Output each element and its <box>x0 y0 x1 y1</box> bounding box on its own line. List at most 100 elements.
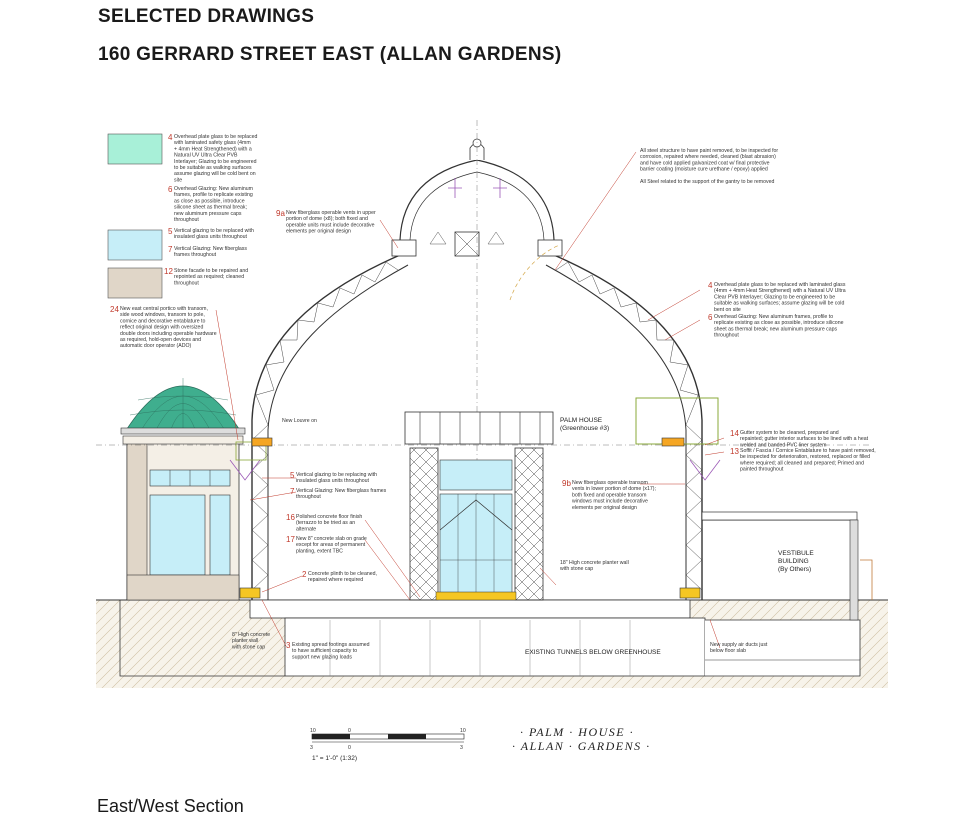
note-n24-line: cornice and decorative entablature to <box>120 318 205 324</box>
note-n9a-line: operable units must include decorative <box>286 222 375 228</box>
stamp-line-1: · PALM · HOUSE · <box>520 725 634 739</box>
scale-tick-top-3: 10 <box>460 728 466 734</box>
note-n7b-line: throughout <box>296 494 321 500</box>
note-n8-line: planter wall <box>232 638 258 644</box>
legend-note-6-number: 6 <box>168 185 173 194</box>
note-n17-number: 17 <box>286 535 295 544</box>
scale-tick-bottom-2: 0 <box>348 745 351 751</box>
note-n5b-line: insulated glass units throughout <box>296 478 370 484</box>
legend-note-4-line: site <box>174 177 182 183</box>
legend-note-12-line: throughout <box>174 280 199 286</box>
note-n8-line: with stone cap <box>232 644 265 650</box>
scale-tick-top-1: 10 <box>310 728 316 734</box>
note-n18-line: with stone cap <box>560 566 593 572</box>
note-n16-line: (terrazzo to be tried as an <box>296 520 355 526</box>
note-n24-line: automatic door operator (ADO) <box>120 343 191 349</box>
legend-note-4-line: Overhead plate glass to be replaced <box>174 134 257 140</box>
section-caption: East/West Section <box>97 796 244 816</box>
note-n5b-line: Vertical glazing to be replacing with <box>296 472 377 478</box>
legend-note-12-line: Stone facade to be repaired and <box>174 268 248 274</box>
project-address-title: 160 GERRARD STREET EAST (ALLAN GARDENS) <box>98 44 562 65</box>
central-pavilion <box>404 411 554 601</box>
note-n4r-line: suitable as walking surfaces; assume gla… <box>714 301 844 307</box>
note-n4r-line: bent on site <box>714 307 741 313</box>
leader-lines <box>215 151 725 649</box>
note-n14-number: 14 <box>730 429 739 438</box>
legend-note-7-line: frames throughout <box>174 252 217 258</box>
vestibule-building <box>701 511 873 621</box>
legend-swatch-stone <box>107 267 163 299</box>
drawing-set-title: SELECTED DRAWINGS <box>98 6 315 27</box>
legend-swatch-vertical-glass <box>107 229 163 261</box>
note-n4r-line: Overhead plate glass to be replaced with… <box>714 282 846 288</box>
note-nduct-line: below floor slab <box>710 648 746 654</box>
palm-house-label: PALM HOUSE <box>560 417 603 424</box>
tunnels-label: EXISTING TUNNELS BELOW GREENHOUSE <box>525 649 661 656</box>
scale-label: 1" = 1'-0" (1:32) <box>312 755 357 762</box>
note-n3-line: support new glazing loads <box>292 654 352 660</box>
note-n2-number: 2 <box>302 570 307 579</box>
note-n9b-line: both fixed and operable transom <box>572 492 646 498</box>
note-n14-line: repainted; gutter interior surfaces to b… <box>740 436 869 442</box>
scale-tick-top-2: 0 <box>348 728 351 734</box>
legend-note-4-line: + 4mm Heat Strengthened) with a <box>174 146 252 152</box>
note-n1-line: and have cold applied galvanized coat w/… <box>640 160 770 166</box>
note-n16-line: alternate <box>296 526 316 532</box>
note-n24-line: New east central portico with transom, <box>120 306 208 312</box>
palm-house-dome <box>96 120 870 600</box>
scale-bar: 10 0 10 3 0 3 1" = 1'-0" (1:32) <box>310 728 466 762</box>
note-n4r-line: Clear PVB Interlayer; Glazing to be engi… <box>714 294 835 300</box>
legend-note-12-number: 12 <box>164 267 173 276</box>
legend-note-5-number: 5 <box>168 227 173 236</box>
note-n9a-line: portion of dome (x8); both fixed and <box>286 216 368 222</box>
note-n24-number: 24 <box>110 305 119 314</box>
legend-note-4-line: to be suitable as walking surfaces <box>174 165 252 171</box>
note-n2-line: repaired where required <box>308 577 363 583</box>
legend-note-6-line: new aluminum pressure caps <box>174 211 242 217</box>
note-n13-line: where required; all cleaned and prepared… <box>740 460 864 466</box>
note-n17-line: New 8" concrete slab on grade <box>296 536 367 542</box>
legend-note-4-line: Interlayer; Glazing to be engineered <box>174 159 257 165</box>
note-n17-line: except for areas of permanent <box>296 542 366 548</box>
note-n3-line: Existing spread footings assumed <box>292 642 370 648</box>
legend-note-4-line: assume glazing will be cold bent on <box>174 171 256 177</box>
note-n3-number: 3 <box>286 641 291 650</box>
building-label: BUILDING <box>778 558 809 565</box>
east-portico <box>120 378 246 601</box>
note-n13-line: Soffit / Fascia / Cornice Entablature to… <box>740 448 876 454</box>
legend-note-6-line: as close as possible, introduce <box>174 198 245 204</box>
legend-note-4-line: Natural UV Ultra Clear PVB <box>174 153 238 159</box>
note-n13-line: be inspected for deterioration, restored… <box>740 454 870 460</box>
legend-note-12-line: repointed as required; cleaned <box>174 274 244 280</box>
note-n9b-line: New fiberglass operable transom <box>572 480 648 486</box>
note-nduct-line: New supply air ducts just <box>710 642 768 648</box>
stamp-line-2: · ALLAN · GARDENS · <box>512 739 651 753</box>
legend-note-6-line: Overhead Glazing: New aluminum <box>174 186 253 192</box>
legend-note-5-line: Vertical glazing to be replaced with <box>174 228 254 234</box>
note-n7b-line: Vertical Glazing: New fiberglass frames <box>296 488 387 494</box>
note-n9b-line: elements per original design <box>572 505 637 511</box>
note-n24-line: reflect original design with oversized <box>120 325 203 331</box>
note-nlouvre: New Louvre on <box>282 418 317 424</box>
note-n1-line: barrier coating (moisture cure urethane … <box>640 167 768 173</box>
legend-note-6-line: throughout <box>174 217 199 223</box>
note-n1-line: corrosion, repaired where needed, cleane… <box>640 154 776 160</box>
note-n24-line: side wood windows, transom to pole, <box>120 312 205 318</box>
scale-tick-bottom-3: 3 <box>460 745 463 751</box>
vestibule-label: VESTIBULE <box>778 550 814 557</box>
greenhouse-label: (Greenhouse #3) <box>560 425 609 432</box>
legend-note-4-line: with laminated safety glass (4mm <box>174 140 251 146</box>
